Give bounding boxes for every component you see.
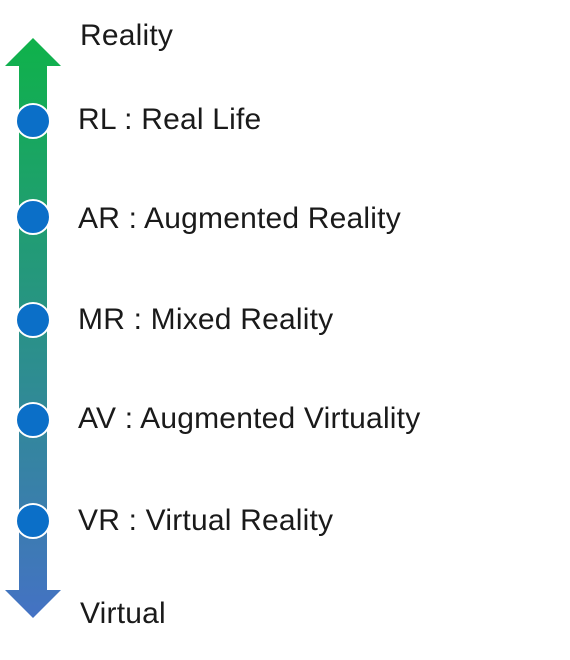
node-label-rl: RL : Real Life <box>78 103 262 136</box>
node-label-mr: MR : Mixed Reality <box>78 303 334 336</box>
reality-end-label: Reality <box>80 19 174 52</box>
node-label-ar: AR : Augmented Reality <box>78 202 401 235</box>
node-markers <box>15 103 51 539</box>
node-marker-mr <box>15 302 51 338</box>
node-marker-av <box>15 402 51 438</box>
node-marker-vr <box>15 503 51 539</box>
virtual-end-label: Virtual <box>80 597 166 630</box>
node-marker-ar <box>15 199 51 235</box>
node-label-vr: VR : Virtual Reality <box>78 504 334 537</box>
node-label-av: AV : Augmented Virtuality <box>78 402 421 435</box>
node-marker-rl <box>15 103 51 139</box>
